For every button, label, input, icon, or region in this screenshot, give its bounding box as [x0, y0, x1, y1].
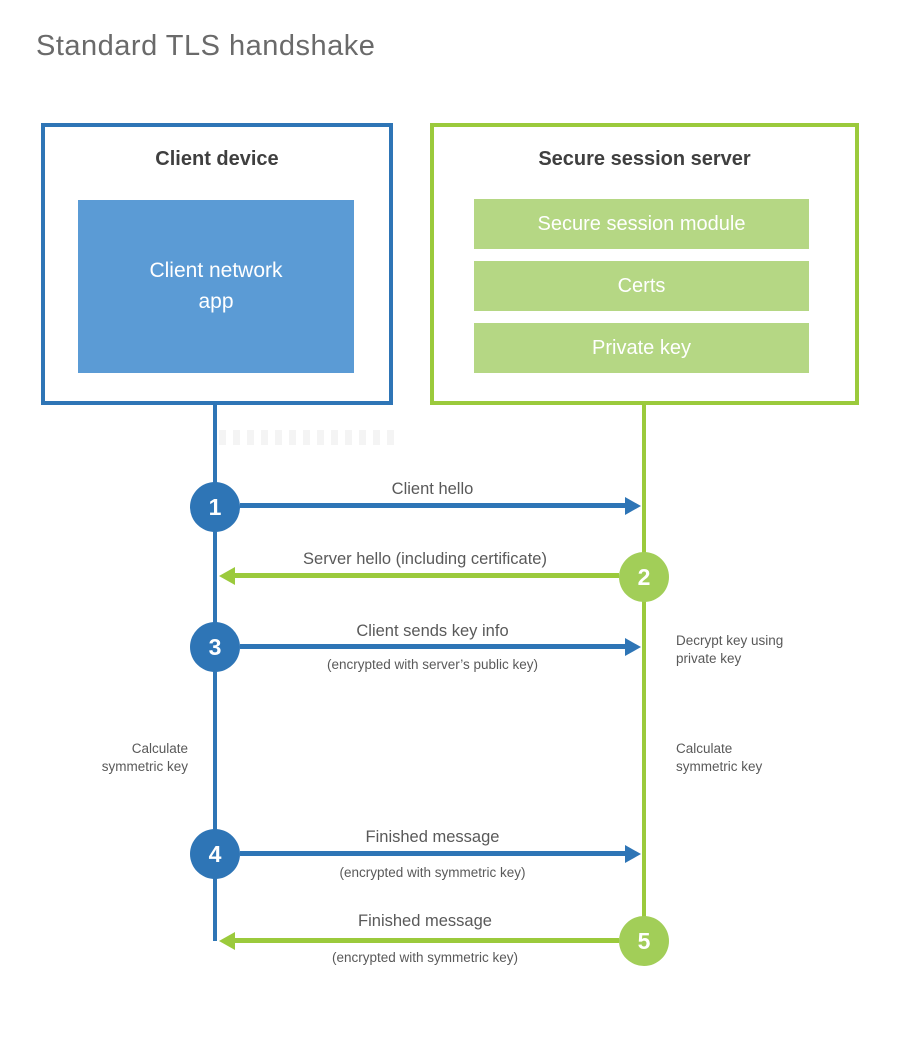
secure-session-module-bar: Secure session module [474, 199, 809, 249]
step-2-arrow-line [235, 573, 619, 578]
step-4-arrowhead-right-icon [625, 845, 641, 863]
calculate-symmetric-key-note-server: Calculate symmetric key [676, 741, 763, 774]
client-lifeline [213, 405, 217, 941]
step-4-label: Finished message [365, 828, 500, 846]
step-3-label: Client sends key info [356, 622, 509, 640]
step-2-badge: 2 [619, 552, 669, 602]
step-1-arrow-line [240, 503, 625, 508]
step-5-badge: 5 [619, 916, 669, 966]
step-1-label: Client hello [391, 480, 474, 498]
faint-watermark-artifact [219, 430, 395, 445]
step-5-arrowhead-left-icon [219, 932, 235, 950]
step-4-sublabel: (encrypted with symmetric key) [339, 865, 526, 880]
step-4-badge: 4 [190, 829, 240, 879]
step-3-sublabel: (encrypted with server’s public key) [326, 657, 539, 672]
client-device-heading: Client device [155, 148, 279, 170]
decrypt-key-note: Decrypt key using private key [676, 633, 784, 666]
step-1-arrowhead-right-icon [625, 497, 641, 515]
calculate-symmetric-key-note-client: Calculate symmetric key [101, 741, 188, 774]
private-key-bar: Private key [474, 323, 809, 373]
server-lifeline [642, 405, 646, 941]
client-network-app-module: Client network app [78, 200, 354, 373]
step-5-arrow-line [235, 938, 619, 943]
step-2-label: Server hello (including certificate) [303, 550, 547, 568]
step-3-arrowhead-right-icon [625, 638, 641, 656]
step-3-badge: 3 [190, 622, 240, 672]
step-4-arrow-line [240, 851, 625, 856]
step-3-arrow-line [240, 644, 625, 649]
step-5-sublabel: (encrypted with symmetric key) [331, 950, 519, 965]
page-title: Standard TLS handshake [36, 30, 376, 62]
step-5-label: Finished message [358, 912, 492, 930]
step-2-arrowhead-left-icon [219, 567, 235, 585]
secure-session-server-heading: Secure session server [538, 148, 751, 170]
step-1-badge: 1 [190, 482, 240, 532]
certs-bar: Certs [474, 261, 809, 311]
